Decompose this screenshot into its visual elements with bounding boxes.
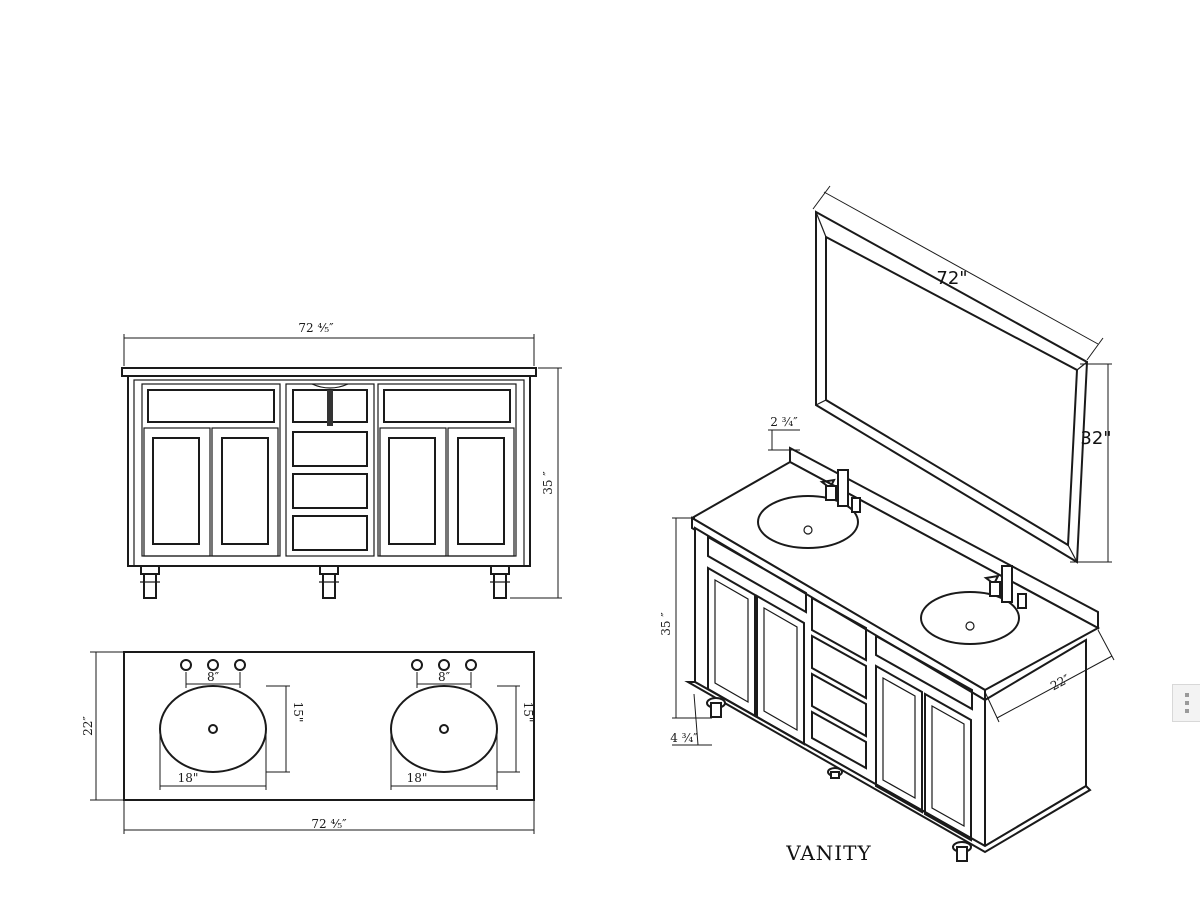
perspective-right-drawer	[875, 634, 973, 711]
front-right-drawer	[383, 389, 511, 423]
top-left-basin	[159, 685, 267, 773]
front-right-door-2	[447, 427, 515, 557]
perspective-view: 72" 32" 2 ¾″	[659, 185, 1115, 865]
perspective-center-drawer-1	[811, 596, 867, 662]
front-center-drawer-3	[292, 473, 368, 509]
front-width-label: 72 ⅘″	[298, 321, 334, 335]
top-left-length-label: 15"	[291, 702, 305, 723]
perspective-center-drawer-2	[811, 634, 867, 700]
top-right-length-label: 15"	[521, 702, 535, 723]
top-right-spacing-label: 8″	[438, 670, 451, 684]
right-faucet	[983, 565, 1027, 609]
front-left-door-1	[143, 427, 211, 557]
perspective-height-label: 35 ″	[659, 612, 673, 636]
top-right-width-label: 18"	[407, 771, 428, 785]
perspective-center-drawer-3	[811, 672, 867, 738]
front-elevation: 72 ⅘″	[121, 321, 562, 599]
top-right-faucet-hole-2	[438, 659, 450, 671]
top-left-faucet-hole-1	[180, 659, 192, 671]
left-faucet	[819, 469, 861, 513]
mirror	[815, 210, 1089, 564]
top-depth-dimension: 22″	[81, 651, 124, 801]
front-right-door-1	[379, 427, 447, 557]
perspective-center-drawer-4	[811, 710, 867, 770]
top-left-faucet-hole-2	[207, 659, 219, 671]
top-depth-label: 22″	[81, 716, 95, 736]
handle-dot-icon	[1185, 701, 1189, 705]
leg-height-label: 4 ¾″	[670, 731, 698, 745]
perspective-feet	[706, 697, 972, 862]
front-feet	[140, 565, 510, 599]
front-countertop	[121, 367, 537, 377]
top-left-drain	[208, 724, 218, 734]
side-scroll-handle[interactable]	[1172, 684, 1200, 722]
top-right-faucet-hole-1	[411, 659, 423, 671]
top-left-spacing-label: 8″	[207, 670, 220, 684]
backsplash-label: 2 ¾″	[770, 415, 798, 429]
top-left-faucet-hole-3	[234, 659, 246, 671]
drawing-title: VANITY	[785, 841, 871, 865]
handle-dot-icon	[1185, 693, 1189, 697]
perspective-left-door-1	[707, 566, 756, 718]
front-width-dimension: 72 ⅘″	[123, 321, 535, 366]
front-drain-pipe	[327, 390, 333, 426]
mirror-width-label: 72"	[936, 268, 967, 289]
perspective-left-door-2	[756, 594, 805, 746]
front-height-dimension: 35 ″	[510, 367, 562, 599]
top-countertop	[123, 651, 535, 801]
top-width-label: 72 ⅘″	[311, 817, 347, 831]
top-width-dimension: 72 ⅘″	[123, 800, 535, 834]
perspective-right-door-2	[924, 692, 972, 842]
handle-dot-icon	[1185, 709, 1189, 713]
top-right-basin	[390, 685, 498, 773]
top-right-drain	[439, 724, 449, 734]
top-left-width-label: 18"	[178, 771, 199, 785]
front-center-drawer-2	[292, 431, 368, 467]
perspective-right-basin	[920, 591, 1020, 645]
front-left-drawer	[147, 389, 275, 423]
perspective-left-drawer	[707, 535, 807, 614]
front-left-door-2	[211, 427, 279, 557]
perspective-right-door-1	[875, 664, 923, 814]
front-height-label: 35 ″	[541, 471, 555, 495]
front-center-drawer-4	[292, 515, 368, 551]
perspective-left-basin	[757, 495, 859, 549]
top-right-faucet-hole-3	[465, 659, 477, 671]
mirror-height-label: 32"	[1080, 428, 1111, 449]
top-view: 8″ 15" 18" 8″ 15" 18"	[81, 651, 535, 834]
